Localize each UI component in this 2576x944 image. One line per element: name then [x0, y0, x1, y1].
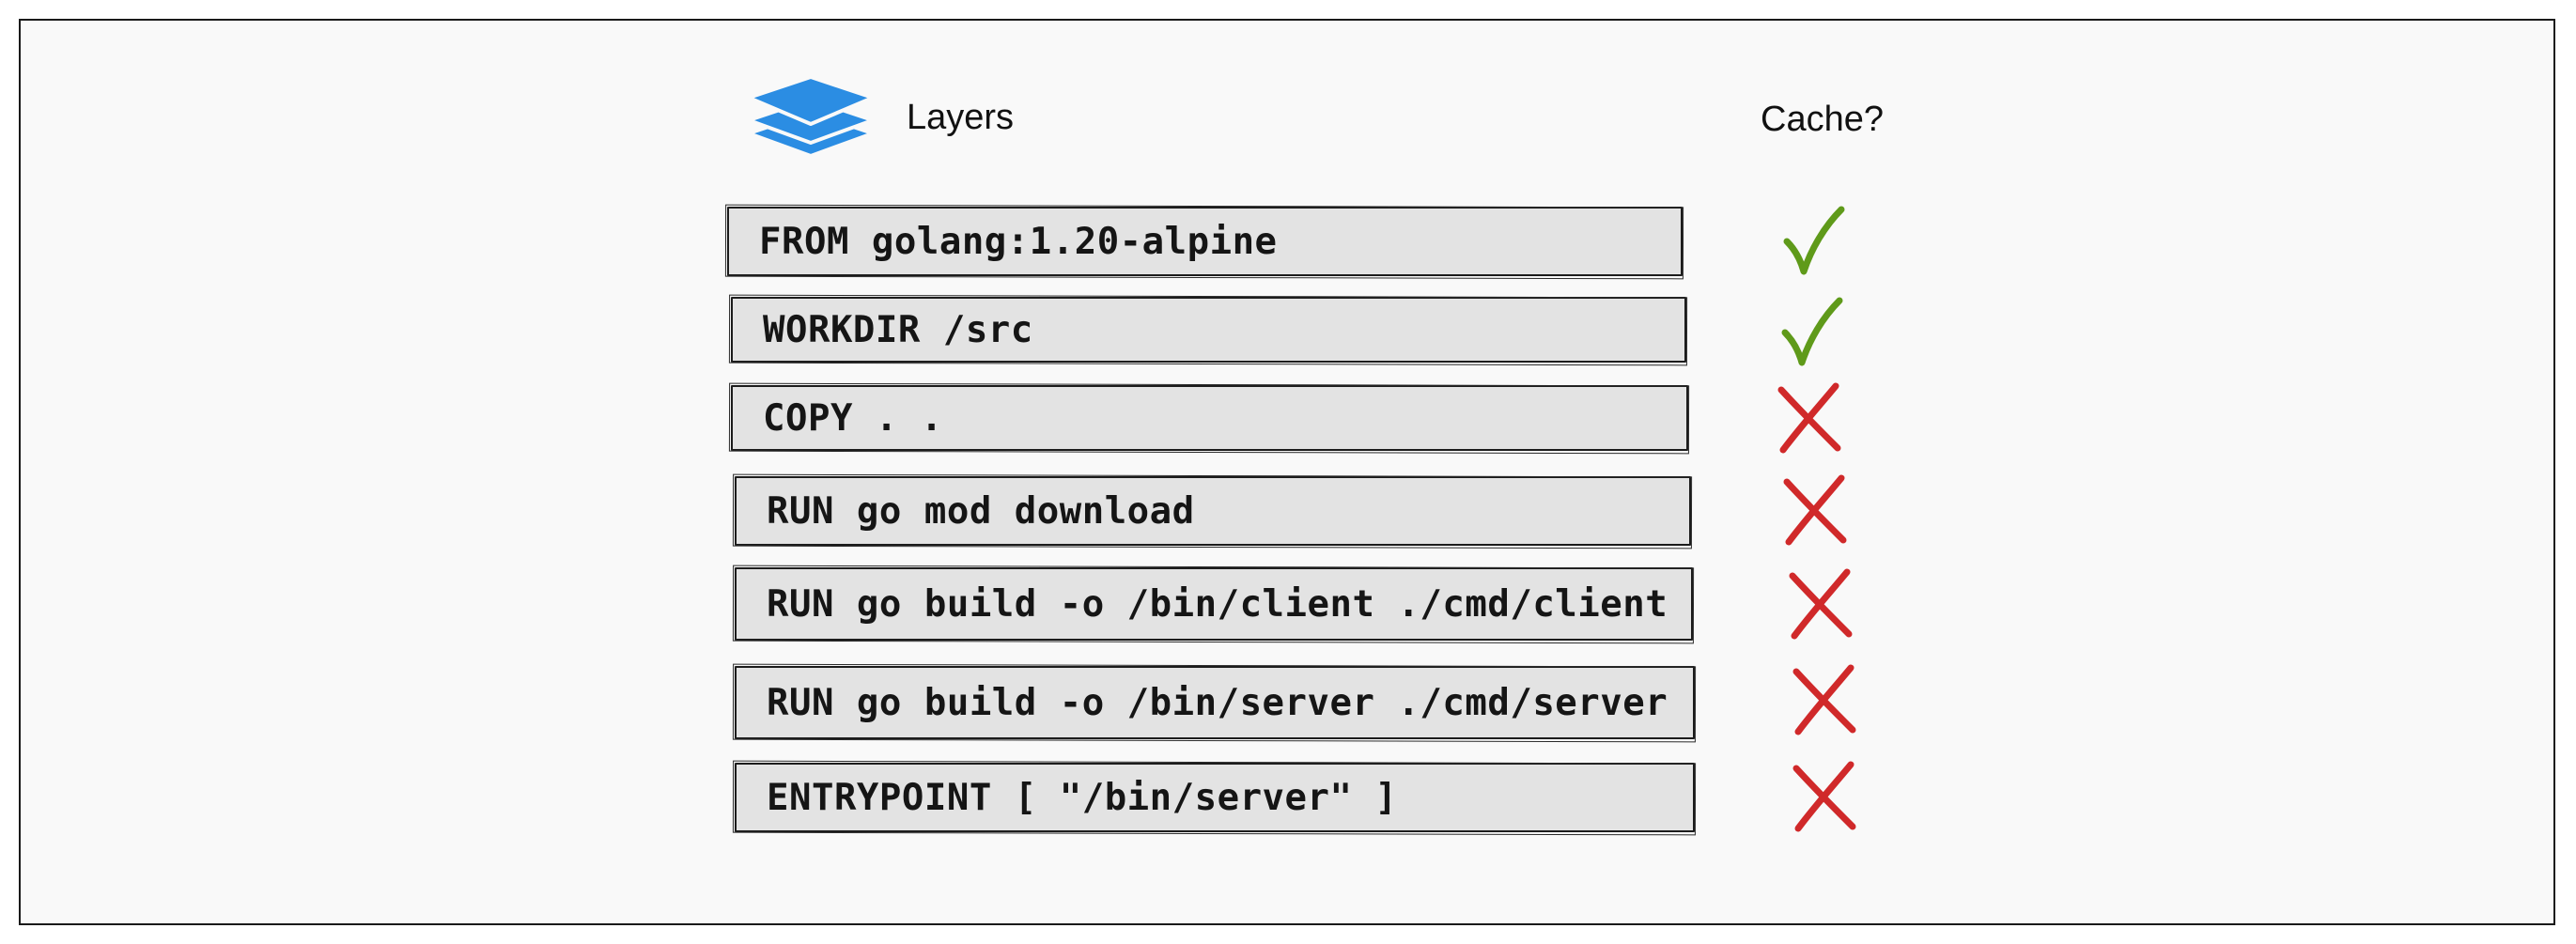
- layer-instruction: RUN go build -o /bin/client ./cmd/client: [767, 582, 1668, 626]
- cross-icon: [1789, 568, 1853, 640]
- cross-icon: [1792, 664, 1856, 735]
- layer-row: ENTRYPOINT [ "/bin/server" ]: [735, 763, 1695, 832]
- layers-title: Layers: [907, 98, 1015, 137]
- check-icon: [1783, 206, 1845, 275]
- layer-instruction: WORKDIR /src: [763, 308, 1033, 351]
- layer-row: COPY . .: [731, 385, 1688, 451]
- layer-row: FROM golang:1.20-alpine: [727, 207, 1683, 276]
- layer-instruction: RUN go mod download: [767, 489, 1195, 533]
- layer-instruction: RUN go build -o /bin/server ./cmd/server: [767, 681, 1668, 724]
- layer-instruction: ENTRYPOINT [ "/bin/server" ]: [767, 776, 1398, 819]
- cross-icon: [1783, 474, 1847, 546]
- layer-instruction: FROM golang:1.20-alpine: [759, 220, 1278, 263]
- check-icon: [1781, 297, 1843, 366]
- layer-row: RUN go build -o /bin/server ./cmd/server: [735, 666, 1695, 739]
- layer-row: WORKDIR /src: [731, 297, 1686, 363]
- layers-stack-icon: [747, 75, 875, 158]
- cross-icon: [1792, 761, 1856, 832]
- layer-instruction: COPY . .: [763, 396, 943, 440]
- cross-icon: [1777, 382, 1841, 454]
- layer-row: RUN go build -o /bin/client ./cmd/client: [735, 567, 1693, 641]
- cache-title: Cache?: [1761, 100, 1884, 139]
- layer-row: RUN go mod download: [735, 476, 1691, 546]
